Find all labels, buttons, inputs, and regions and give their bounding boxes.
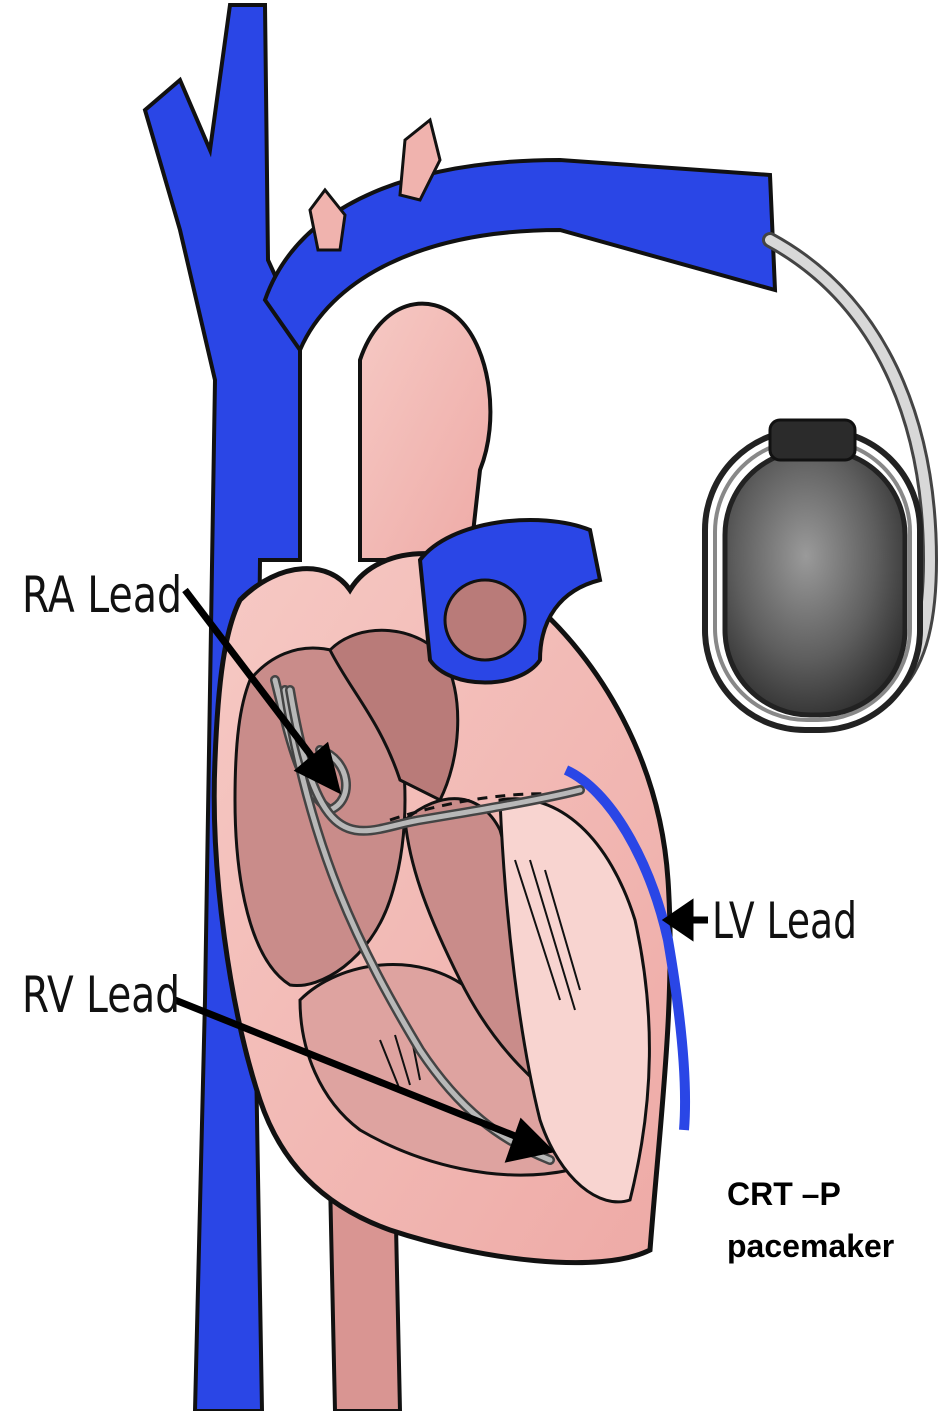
device-label-line2: pacemaker xyxy=(727,1228,894,1264)
ascending-aorta xyxy=(360,304,490,560)
pulmonary-artery-lumen xyxy=(445,580,525,660)
device-label-line1: CRT –P xyxy=(727,1176,841,1212)
lv-lead-label: LV Lead xyxy=(712,892,857,950)
rv-lead-label: RV Lead xyxy=(22,966,180,1024)
subclavian-vein xyxy=(265,160,775,350)
aortic-branch-1 xyxy=(310,190,345,250)
pacemaker-device xyxy=(705,420,920,730)
ra-lead-label: RA Lead xyxy=(22,566,182,624)
